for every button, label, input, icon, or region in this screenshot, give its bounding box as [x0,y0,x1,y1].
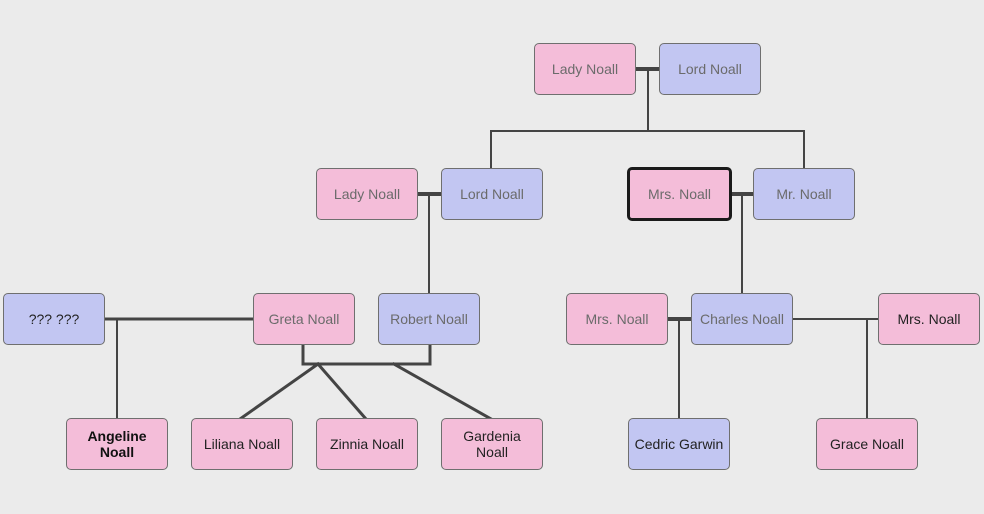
person-charles-noall[interactable]: Charles Noall [691,293,793,345]
person-angeline-noall[interactable]: Angeline Noall [66,418,168,470]
person-mrs-noall-wife2[interactable]: Mrs. Noall [878,293,980,345]
person-lord-noall-gen2[interactable]: Lord Noall [441,168,543,220]
person-greta-noall[interactable]: Greta Noall [253,293,355,345]
person-cedric-garwin[interactable]: Cedric Garwin [628,418,730,470]
person-lord-noall-gen1[interactable]: Lord Noall [659,43,761,95]
person-lady-noall-gen1[interactable]: Lady Noall [534,43,636,95]
person-mrs-noall-gen2-selected[interactable]: Mrs. Noall [627,167,732,221]
person-robert-noall[interactable]: Robert Noall [378,293,480,345]
person-unknown[interactable]: ??? ??? [3,293,105,345]
person-mrs-noall-wife1[interactable]: Mrs. Noall [566,293,668,345]
person-zinnia-noall[interactable]: Zinnia Noall [316,418,418,470]
person-lady-noall-gen2[interactable]: Lady Noall [316,168,418,220]
person-gardenia-noall[interactable]: Gardenia Noall [441,418,543,470]
person-mr-noall-gen2[interactable]: Mr. Noall [753,168,855,220]
person-grace-noall[interactable]: Grace Noall [816,418,918,470]
person-liliana-noall[interactable]: Liliana Noall [191,418,293,470]
